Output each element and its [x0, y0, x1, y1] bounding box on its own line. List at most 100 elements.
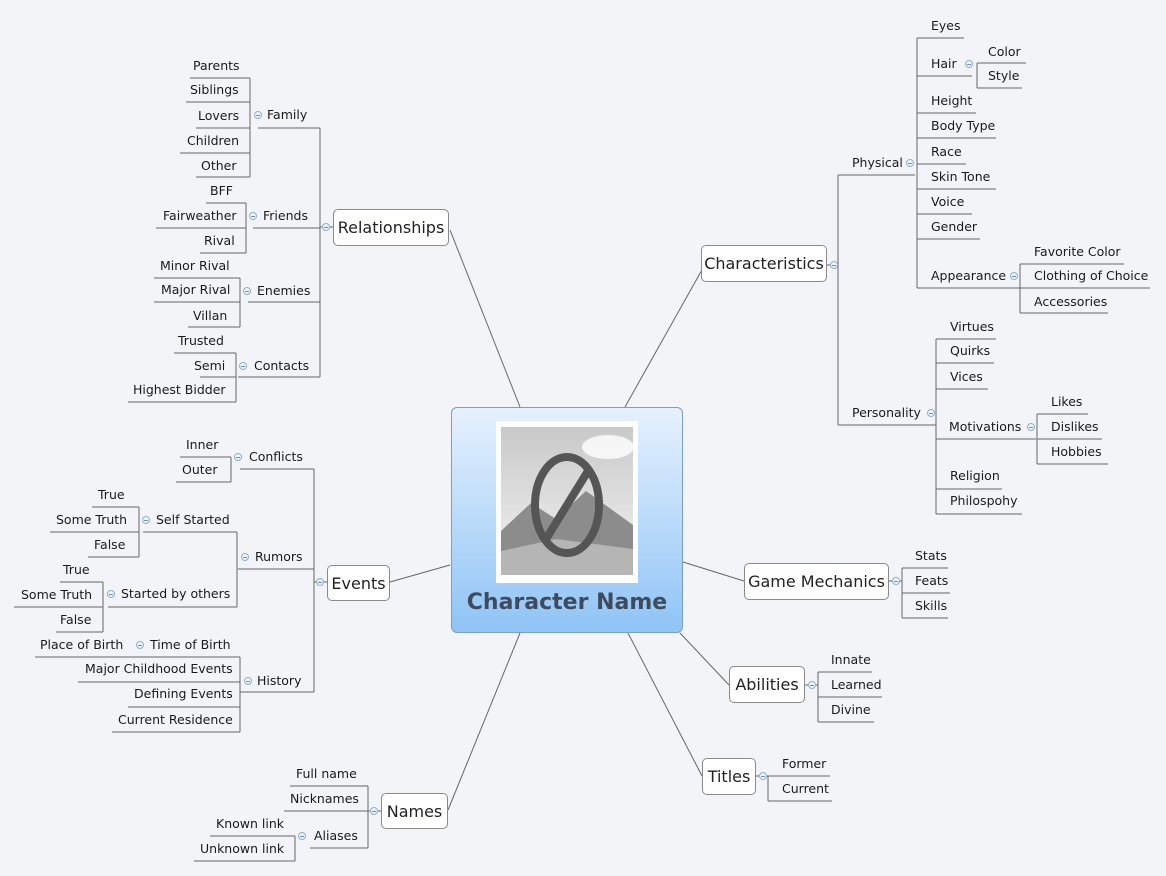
- topic-titles[interactable]: Titles: [702, 758, 756, 795]
- leaf-skin-tone[interactable]: Skin Tone: [931, 169, 990, 185]
- leaf-style[interactable]: Style: [988, 68, 1019, 84]
- leaf-gender[interactable]: Gender: [931, 219, 977, 235]
- leaf-inner[interactable]: Inner: [186, 437, 218, 453]
- subtopic-personality[interactable]: Personality: [852, 405, 921, 421]
- leaf-true[interactable]: True: [63, 562, 90, 578]
- leaf-full-name[interactable]: Full name: [296, 766, 357, 782]
- collapse-icon[interactable]: [370, 807, 378, 815]
- subtopic-started-by-others[interactable]: Started by others: [121, 586, 230, 602]
- collapse-icon[interactable]: [892, 577, 900, 585]
- central-topic[interactable]: Character Name: [451, 407, 683, 633]
- collapse-icon[interactable]: [808, 681, 816, 689]
- leaf-true[interactable]: True: [98, 487, 125, 503]
- leaf-favorite-color[interactable]: Favorite Color: [1034, 244, 1121, 260]
- topic-abilities[interactable]: Abilities: [729, 666, 805, 703]
- leaf-hobbies[interactable]: Hobbies: [1051, 444, 1102, 460]
- collapse-icon[interactable]: [906, 159, 914, 167]
- leaf-lovers[interactable]: Lovers: [198, 108, 239, 124]
- leaf-nicknames[interactable]: Nicknames: [290, 791, 359, 807]
- leaf-learned[interactable]: Learned: [831, 677, 882, 693]
- leaf-bff[interactable]: BFF: [210, 183, 233, 199]
- leaf-religion[interactable]: Religion: [950, 468, 1000, 484]
- leaf-other[interactable]: Other: [201, 158, 237, 174]
- leaf-innate[interactable]: Innate: [831, 652, 871, 668]
- collapse-icon[interactable]: [239, 362, 247, 370]
- leaf-major-childhood-events[interactable]: Major Childhood Events: [85, 661, 233, 677]
- subtopic-conflicts[interactable]: Conflicts: [249, 449, 303, 465]
- collapse-icon[interactable]: [234, 453, 242, 461]
- collapse-icon[interactable]: [244, 677, 252, 685]
- leaf-skills[interactable]: Skills: [915, 598, 947, 614]
- subtopic-rumors[interactable]: Rumors: [255, 549, 303, 565]
- collapse-icon[interactable]: [965, 60, 973, 68]
- leaf-rival[interactable]: Rival: [204, 233, 235, 249]
- collapse-icon[interactable]: [107, 590, 115, 598]
- subtopic-history[interactable]: History: [257, 673, 301, 689]
- subtopic-physical[interactable]: Physical: [852, 155, 903, 171]
- leaf-known-link[interactable]: Known link: [216, 816, 284, 832]
- collapse-icon[interactable]: [136, 641, 144, 649]
- leaf-villan[interactable]: Villan: [193, 308, 227, 324]
- leaf-body-type[interactable]: Body Type: [931, 118, 995, 134]
- leaf-divine[interactable]: Divine: [831, 702, 871, 718]
- leaf-stats[interactable]: Stats: [915, 548, 947, 564]
- leaf-minor-rival[interactable]: Minor Rival: [160, 258, 230, 274]
- leaf-philosophy[interactable]: Philospohy: [950, 493, 1017, 509]
- subtopic-time-of-birth[interactable]: Time of Birth: [150, 637, 231, 653]
- collapse-icon[interactable]: [322, 223, 330, 231]
- leaf-likes[interactable]: Likes: [1051, 394, 1082, 410]
- leaf-voice[interactable]: Voice: [931, 194, 964, 210]
- leaf-parents[interactable]: Parents: [193, 58, 240, 74]
- collapse-icon[interactable]: [1027, 423, 1035, 431]
- subtopic-family[interactable]: Family: [267, 107, 307, 123]
- leaf-dislikes[interactable]: Dislikes: [1051, 419, 1099, 435]
- subtopic-hair[interactable]: Hair: [931, 56, 957, 72]
- leaf-quirks[interactable]: Quirks: [950, 343, 990, 359]
- leaf-trusted[interactable]: Trusted: [178, 333, 224, 349]
- leaf-current[interactable]: Current: [782, 781, 829, 797]
- subtopic-enemies[interactable]: Enemies: [257, 283, 310, 299]
- leaf-children[interactable]: Children: [187, 133, 239, 149]
- leaf-eyes[interactable]: Eyes: [931, 18, 961, 34]
- leaf-feats[interactable]: Feats: [915, 573, 948, 589]
- collapse-icon[interactable]: [1010, 272, 1018, 280]
- collapse-icon[interactable]: [142, 516, 150, 524]
- collapse-icon[interactable]: [254, 111, 262, 119]
- leaf-former[interactable]: Former: [782, 756, 826, 772]
- leaf-current-residence[interactable]: Current Residence: [118, 712, 233, 728]
- leaf-virtues[interactable]: Virtues: [950, 319, 994, 335]
- leaf-false[interactable]: False: [60, 612, 91, 628]
- subtopic-friends[interactable]: Friends: [263, 208, 308, 224]
- leaf-vices[interactable]: Vices: [950, 369, 983, 385]
- leaf-some-truth[interactable]: Some Truth: [56, 512, 127, 528]
- collapse-icon[interactable]: [759, 772, 767, 780]
- subtopic-self-started[interactable]: Self Started: [156, 512, 230, 528]
- leaf-semi[interactable]: Semi: [194, 358, 225, 374]
- leaf-place-of-birth[interactable]: Place of Birth: [40, 637, 123, 653]
- subtopic-motivations[interactable]: Motivations: [949, 419, 1021, 435]
- subtopic-appearance[interactable]: Appearance: [931, 268, 1006, 284]
- topic-relationships[interactable]: Relationships: [333, 209, 449, 246]
- leaf-fairweather[interactable]: Fairweather: [163, 208, 237, 224]
- leaf-color[interactable]: Color: [988, 44, 1021, 60]
- collapse-icon[interactable]: [298, 832, 306, 840]
- leaf-height[interactable]: Height: [931, 93, 972, 109]
- leaf-major-rival[interactable]: Major Rival: [161, 282, 230, 298]
- leaf-accessories[interactable]: Accessories: [1034, 294, 1107, 310]
- topic-characteristics[interactable]: Characteristics: [701, 245, 827, 282]
- topic-events[interactable]: Events: [327, 565, 390, 601]
- collapse-icon[interactable]: [243, 287, 251, 295]
- leaf-race[interactable]: Race: [931, 144, 962, 160]
- leaf-siblings[interactable]: Siblings: [190, 82, 239, 98]
- subtopic-contacts[interactable]: Contacts: [254, 358, 309, 374]
- collapse-icon[interactable]: [830, 261, 838, 269]
- topic-game-mechanics[interactable]: Game Mechanics: [744, 563, 889, 600]
- subtopic-aliases[interactable]: Aliases: [314, 828, 358, 844]
- leaf-some-truth[interactable]: Some Truth: [21, 587, 92, 603]
- leaf-unknown-link[interactable]: Unknown link: [200, 841, 284, 857]
- topic-names[interactable]: Names: [381, 793, 448, 829]
- leaf-highest-bidder[interactable]: Highest Bidder: [133, 382, 226, 398]
- collapse-icon[interactable]: [241, 553, 249, 561]
- collapse-icon[interactable]: [316, 578, 324, 586]
- leaf-outer[interactable]: Outer: [182, 462, 218, 478]
